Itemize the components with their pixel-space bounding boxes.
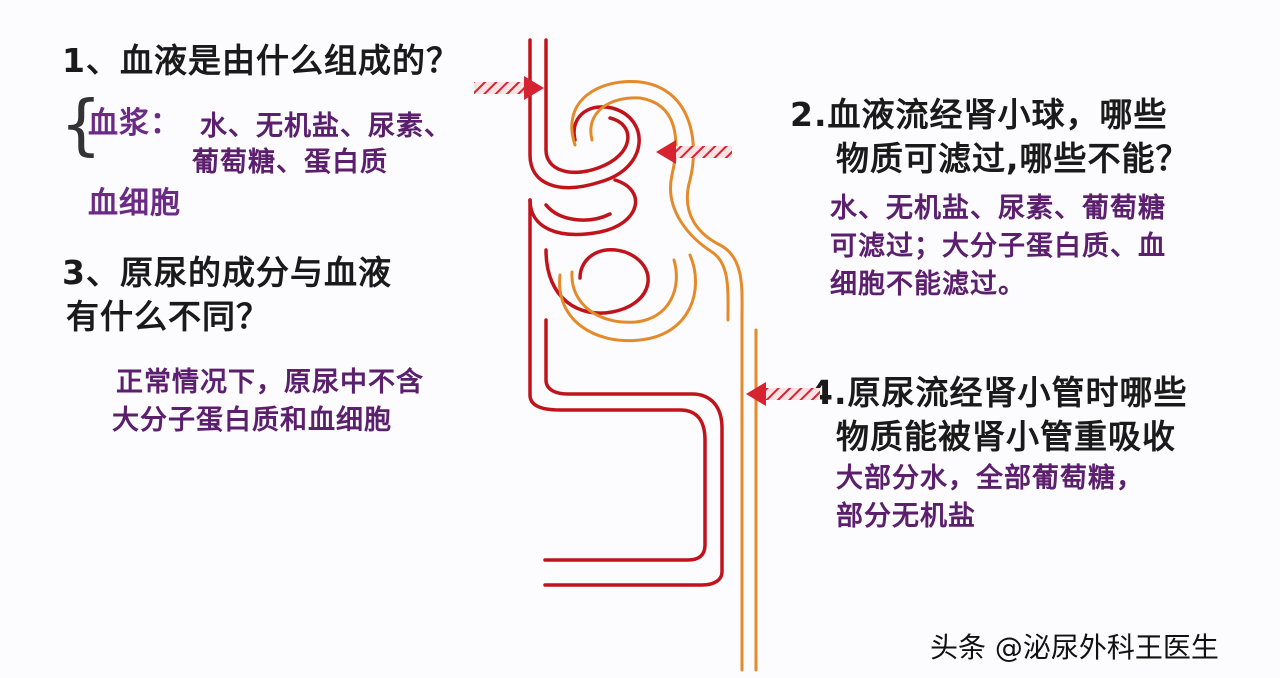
renal-tubule: [558, 80, 758, 672]
question-3-line-1: 3、原尿的成分与血液: [62, 253, 392, 292]
answer-2-line-1: 水、无机盐、尿素、葡萄糖: [830, 193, 1166, 224]
watermark: 头条 @泌尿外科王医生: [930, 631, 1219, 664]
question-2-line-1: 2.血液流经肾小球，哪些: [790, 95, 1168, 134]
arrow-4-icon: [746, 382, 820, 406]
question-3-line-2: 有什么不同？: [66, 297, 270, 336]
plasma-label: 血浆：: [88, 106, 181, 141]
question-2-line-2: 物质可滤过,哪些不能？: [836, 139, 1190, 178]
brace-icon: {: [60, 86, 102, 163]
answer-3-line-1: 正常情况下，原尿中不含: [116, 367, 424, 398]
blood-cells-label: 血细胞: [88, 186, 181, 221]
answer-2-line-3: 细胞不能滤过。: [830, 269, 1026, 300]
question-4-line-2: 物质能被肾小管重吸收: [836, 417, 1176, 456]
answer-4-line-2: 部分无机盐: [836, 501, 976, 532]
question-4-line-1: 4.原尿流经肾小管时哪些: [810, 373, 1188, 412]
blood-vessel: [528, 38, 724, 587]
answer-2-line-2: 可滤过；大分子蛋白质、血: [830, 231, 1166, 262]
arrow-2-icon: [656, 140, 732, 164]
question-1: 1、血液是由什么组成的？: [62, 41, 460, 80]
plasma-components-line-1: 水、无机盐、尿素、: [200, 111, 452, 142]
answer-4-line-1: 大部分水，全部葡萄糖，: [836, 463, 1144, 494]
answer-3-line-2: 大分子蛋白质和血细胞: [112, 405, 392, 436]
plasma-components-line-2: 葡萄糖、蛋白质: [192, 147, 388, 178]
arrow-1-icon: [474, 76, 544, 100]
